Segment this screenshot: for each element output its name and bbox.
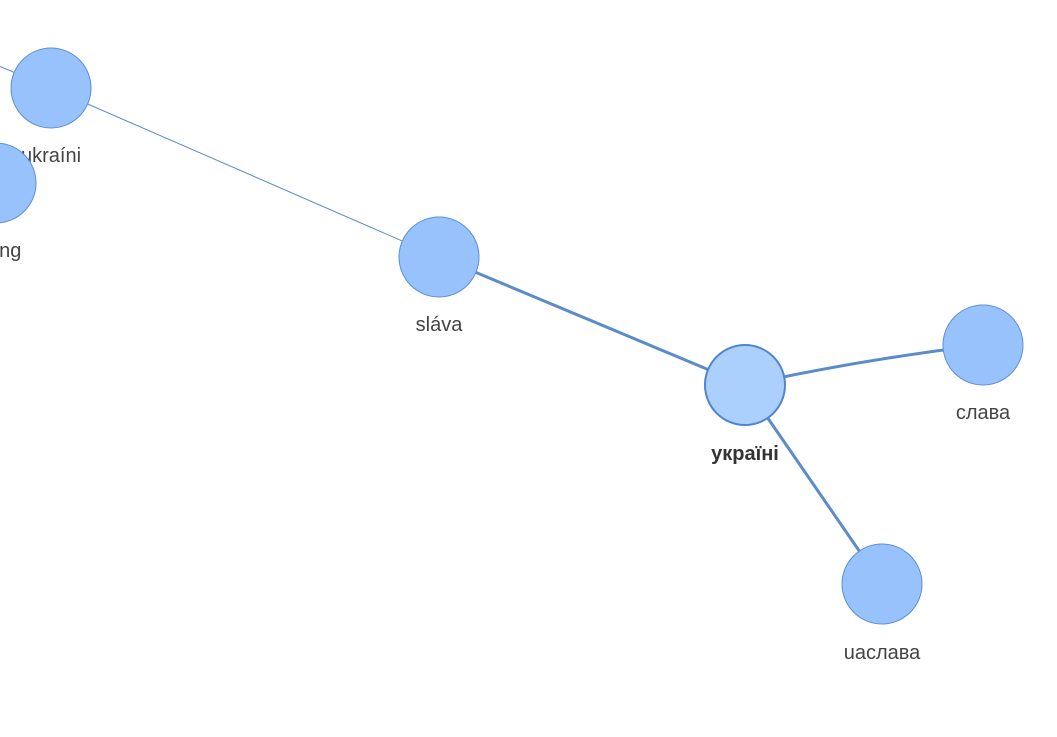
node-slava-cyrillic-circle[interactable] (942, 304, 1024, 386)
edge-n_ukraini_latin-n_slava_latin[interactable] (50, 87, 440, 258)
node-slava-cyrillic-label: слава (956, 402, 1011, 424)
node-slava-cyrillic[interactable]: слава (942, 304, 1024, 424)
node-uaslava[interactable]: uaслава (841, 543, 923, 664)
node-ing-label: ing (0, 240, 21, 262)
edges-layer (0, 65, 985, 586)
node-slava-latin[interactable]: sláva (398, 216, 480, 336)
node-ing[interactable]: ing (0, 142, 37, 262)
node-ukraini-latin-circle[interactable] (10, 47, 92, 129)
nodes-layer: ukraíni ing sláva україні слава uaслава (0, 47, 1024, 664)
node-ukraini-cyrillic-circle[interactable] (704, 344, 786, 426)
node-ukraini-cyrillic[interactable]: україні (704, 344, 786, 465)
node-ukraini-cyrillic-label: україні (711, 443, 779, 465)
node-uaslava-circle[interactable] (841, 543, 923, 625)
edge-n_slava_latin-n_ukraini_cyr[interactable] (437, 255, 747, 387)
node-ukraini-latin[interactable]: ukraíni (10, 47, 92, 167)
node-ing-circle[interactable] (0, 142, 37, 224)
node-uaslava-label: uaслава (844, 642, 921, 664)
node-ukraini-latin-label: ukraíni (21, 145, 81, 167)
node-slava-latin-circle[interactable] (398, 216, 480, 298)
node-slava-latin-label: sláva (416, 314, 464, 336)
